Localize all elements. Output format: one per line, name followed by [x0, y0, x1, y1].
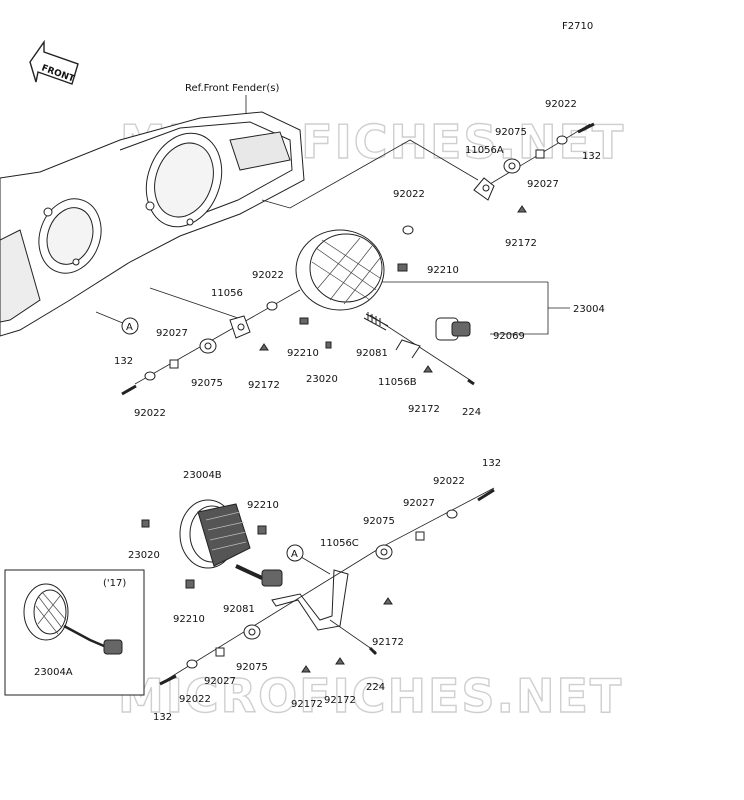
part-label-92172-c: 92172: [408, 404, 440, 415]
part-label-92210-a: 92210: [427, 265, 459, 276]
part-label-92027-c: 92027: [403, 498, 435, 509]
headlight-23004B: [179, 499, 251, 569]
part-label-92022-e: 92022: [433, 476, 465, 487]
part-label-92022-d: 92022: [134, 408, 166, 419]
part-label-92172-b: 92172: [248, 380, 280, 391]
part-label-11056A: 11056A: [465, 145, 504, 156]
nut-23020-top: [325, 341, 332, 349]
part-label-92172-d: 92172: [372, 637, 404, 648]
inset-2017: ('17) 23004A: [4, 569, 145, 696]
fasteners-bottom: [159, 488, 495, 686]
part-label-92022-c: 92022: [252, 270, 284, 281]
part-label-92172-e: 92172: [291, 699, 323, 710]
headlight-23004: [295, 229, 385, 311]
part-label-92027-a: 92027: [527, 179, 559, 190]
part-label-92027-b: 92027: [156, 328, 188, 339]
clip-92210-c: [257, 525, 267, 535]
part-label-23004B: 23004B: [183, 470, 222, 481]
part-label-132-d: 132: [153, 712, 172, 723]
part-label-92210-b: 92210: [287, 348, 319, 359]
fasteners-top: [121, 122, 595, 396]
part-label-92081-b: 92081: [223, 604, 255, 615]
inset-year-label: ('17): [103, 578, 126, 589]
part-label-23004A: 23004A: [34, 667, 73, 678]
leader-axis-224-b: [329, 619, 377, 653]
ref-fender-label: Ref.Front Fender(s): [185, 83, 280, 94]
part-label-92075-c: 92075: [363, 516, 395, 527]
leader-bolt-axis-right: [479, 123, 591, 191]
part-label-92022-b: 92022: [393, 189, 425, 200]
bulb-92069: [435, 317, 471, 341]
clip-92210-d: [185, 579, 195, 589]
nut-23020-bottom: [141, 519, 150, 528]
front-fender-housing: [0, 111, 305, 337]
part-label-92075-a: 92075: [495, 127, 527, 138]
bracket-11056B: [395, 339, 421, 359]
part-label-92075-d: 92075: [236, 662, 268, 673]
part-label-132-c: 132: [482, 458, 501, 469]
part-label-92022-a: 92022: [545, 99, 577, 110]
wire-connector-23004B: [235, 564, 283, 587]
watermark-bottom: MICROFICHES.NET: [118, 669, 623, 723]
front-arrow-icon: FRONT: [29, 39, 79, 85]
clip-92210-b: [299, 317, 309, 325]
part-label-23020-a: 23020: [306, 374, 338, 385]
svg-text:A: A: [126, 322, 133, 333]
spring-92081: [363, 312, 389, 331]
part-label-92081-a: 92081: [356, 348, 388, 359]
part-label-92027-d: 92027: [204, 676, 236, 687]
part-label-132-b: 132: [114, 356, 133, 367]
part-label-92075-b: 92075: [191, 378, 223, 389]
bracket-23004: [370, 281, 570, 335]
leader-axis-left-bottom: [165, 547, 381, 681]
part-label-11056C: 11056C: [320, 538, 359, 549]
leader-fender-bracket-A: [261, 139, 479, 209]
clip-92210-a: [397, 263, 408, 272]
part-label-92172-a: 92172: [505, 238, 537, 249]
leader-11056: [149, 287, 239, 319]
bracket-11056C: [271, 569, 349, 631]
part-label-224-b: 224: [366, 682, 385, 693]
callout-A-bottom: A: [286, 544, 304, 562]
part-label-92210-c: 92210: [247, 500, 279, 511]
part-label-11056B: 11056B: [378, 377, 417, 388]
part-label-92210-d: 92210: [173, 614, 205, 625]
part-label-23004: 23004: [573, 304, 605, 315]
svg-text:A: A: [291, 549, 298, 560]
callout-A-top: A: [121, 317, 139, 335]
leader-axis-right-bottom: [379, 487, 495, 549]
part-label-92069: 92069: [493, 331, 525, 342]
figure-code: F2710: [562, 21, 593, 32]
part-label-23020-b: 23020: [128, 550, 160, 561]
part-label-11056: 11056: [211, 288, 243, 299]
part-label-92022-f: 92022: [179, 694, 211, 705]
part-label-132-a: 132: [582, 151, 601, 162]
part-label-224-a: 224: [462, 407, 481, 418]
part-label-92172-f: 92172: [324, 695, 356, 706]
